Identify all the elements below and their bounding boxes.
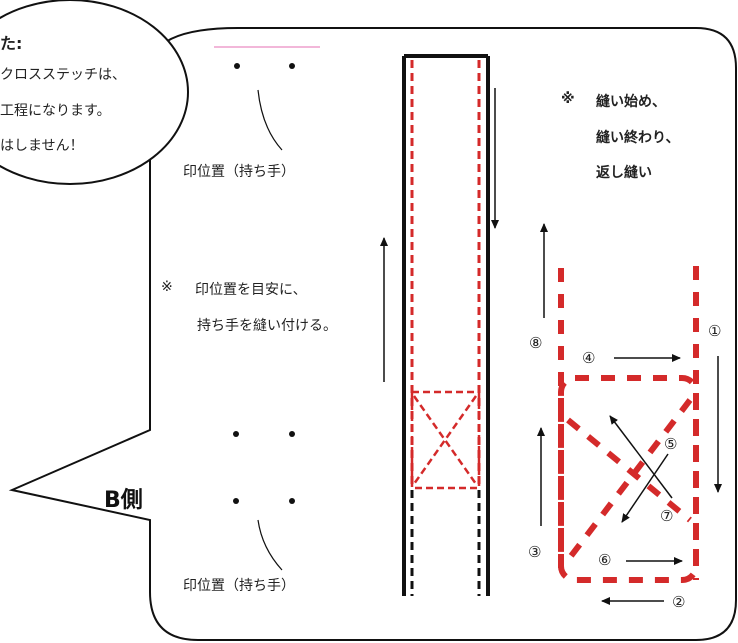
step-number-4: ④ <box>582 349 596 367</box>
note-right-line-1: 縫い始め、 <box>596 94 666 110</box>
step-number-1: ① <box>708 322 722 340</box>
cross-stitch-box-large <box>558 375 699 583</box>
note-left-line-2: 持ち手を縫い付ける。 <box>197 318 337 334</box>
bubble-line-1: クロスステッチは、 <box>0 67 126 83</box>
step-number-6: ⑥ <box>598 551 612 569</box>
cross-stitch-diagonal <box>412 395 478 485</box>
step-number-8: ⑧ <box>529 334 543 352</box>
bubble-heading: た: <box>0 34 23 53</box>
note-right-mark: ※ <box>561 91 575 107</box>
mark-dot <box>233 431 239 437</box>
note-right-line-3: 返し縫い <box>596 165 652 181</box>
speech-bubble <box>0 0 189 185</box>
cross-stitch-diagonal <box>412 395 478 485</box>
step-number-5: ⑤ <box>664 435 678 453</box>
cross-stitch-box-small <box>410 390 481 490</box>
mark-position-label-bottom: 印位置（持ち手） <box>183 578 295 594</box>
arrow-step-7 <box>609 415 673 499</box>
cross-stitch-diagonal-large <box>566 417 692 523</box>
step-number-7: ⑦ <box>660 507 674 525</box>
side-label: B側 <box>104 488 143 513</box>
mark-dot <box>233 498 239 504</box>
mark-dot <box>289 63 295 69</box>
mark-dot <box>289 498 295 504</box>
callout-line <box>257 519 283 571</box>
note-left-line-1: 印位置を目安に、 <box>195 282 307 298</box>
bubble-line-2: 工程になります。 <box>0 103 111 119</box>
mark-dot <box>234 63 240 69</box>
note-right-line-2: 縫い終わり、 <box>596 130 680 146</box>
arrow-step-5 <box>621 453 669 523</box>
step-number-2: ② <box>672 593 686 611</box>
callout-line <box>257 89 283 151</box>
bubble-line-3: はしません！ <box>0 138 84 154</box>
mark-dot <box>289 431 295 437</box>
step-number-3: ③ <box>528 543 542 561</box>
note-left-mark: ※ <box>161 279 173 295</box>
cross-stitch-diagonal-large <box>565 398 693 562</box>
mark-position-label-top: 印位置（持ち手） <box>183 164 295 180</box>
